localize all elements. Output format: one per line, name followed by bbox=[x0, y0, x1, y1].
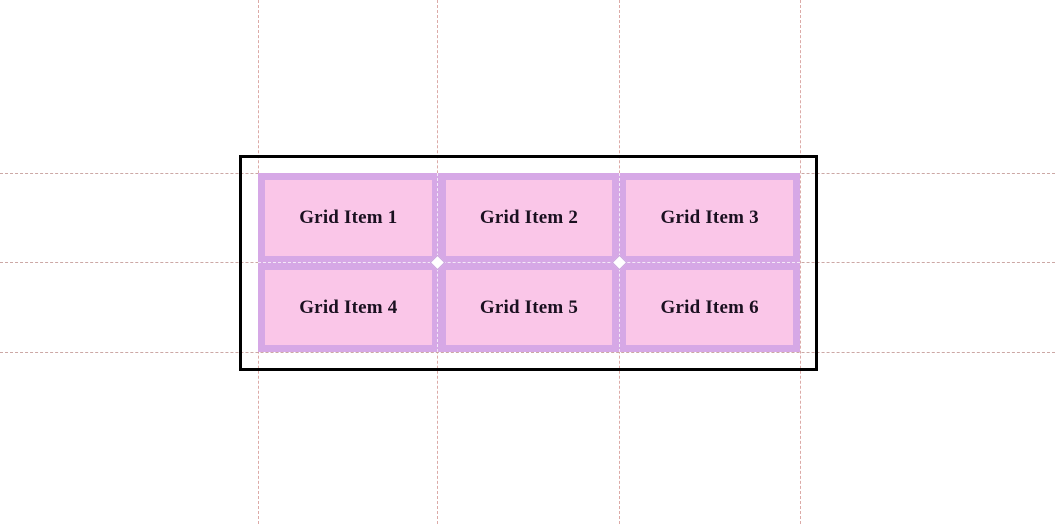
grid-item-6-label: Grid Item 6 bbox=[660, 296, 759, 318]
grid-item-3-label: Grid Item 3 bbox=[660, 207, 759, 229]
grid-item-2[interactable]: Grid Item 2 bbox=[438, 173, 620, 263]
grid-item-4-label: Grid Item 4 bbox=[299, 296, 398, 318]
grid-item-5[interactable]: Grid Item 5 bbox=[438, 262, 620, 352]
grid-wrapper: Grid Item 1 Grid Item 2 Grid Item 3 Grid… bbox=[258, 173, 800, 352]
grid-item-2-label: Grid Item 2 bbox=[479, 207, 579, 229]
grid-item-5-label: Grid Item 5 bbox=[479, 296, 579, 318]
grid-item-1-label: Grid Item 1 bbox=[299, 207, 398, 229]
grid-item-4[interactable]: Grid Item 4 bbox=[258, 262, 439, 352]
grid-item-6[interactable]: Grid Item 6 bbox=[619, 262, 800, 352]
grid-item-3[interactable]: Grid Item 3 bbox=[619, 173, 800, 263]
grid-container-outline bbox=[239, 155, 818, 371]
grid-item-1[interactable]: Grid Item 1 bbox=[258, 173, 439, 263]
